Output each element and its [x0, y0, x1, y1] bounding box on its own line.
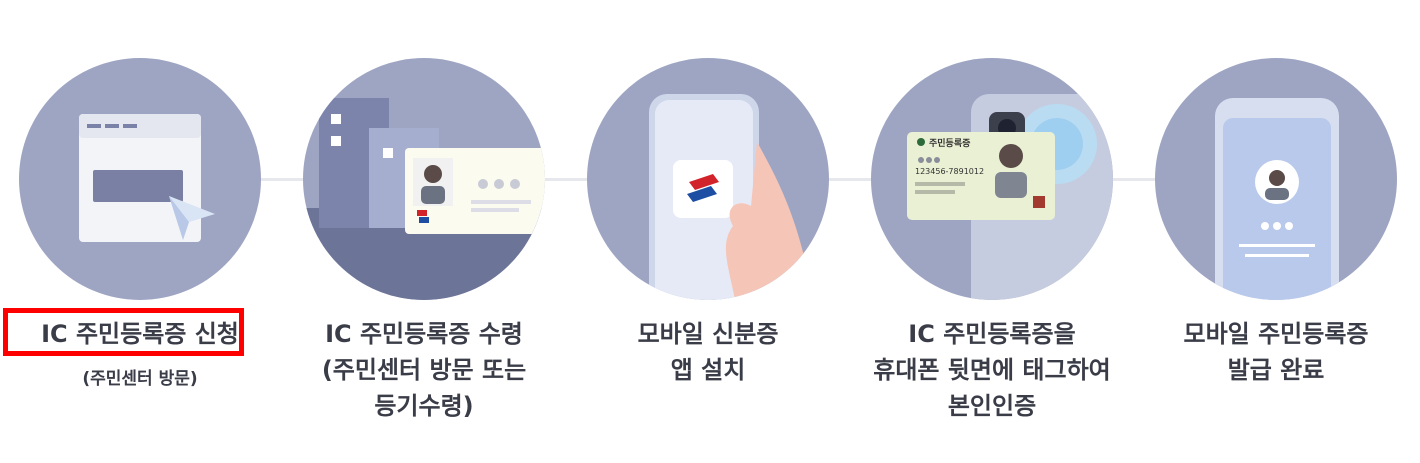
card-header-text: 주민등록증: [929, 137, 970, 149]
card-number-text: 123456-7891012: [915, 167, 984, 176]
mobile-id-complete-icon: [1155, 58, 1397, 300]
step-5-title-line: 발급 완료: [1227, 356, 1325, 384]
step-4-title-line: IC 주민등록증을: [908, 320, 1076, 348]
browser-send-icon: [19, 58, 261, 300]
step-1-subtitle: (주민센터 방문): [82, 369, 198, 389]
step-3-title: 모바일 신분증 앱 설치: [568, 316, 848, 388]
highlight-box: [3, 308, 244, 356]
phone-app-icon: [587, 58, 829, 300]
step-2-title-line: IC 주민등록증 수령: [325, 320, 523, 348]
step-4-title-line: 본인인증: [947, 392, 1037, 420]
step-1-title-line: IC 주민등록증 신청: [41, 320, 239, 348]
step-2-title-line: 등기수령): [374, 392, 474, 420]
step-3-title-line: 모바일 신분증: [637, 320, 779, 348]
step-4-title-line: 휴대폰 뒷면에 태그하여: [873, 356, 1111, 384]
step-4-title: IC 주민등록증을 휴대폰 뒷면에 태그하여 본인인증: [852, 316, 1132, 424]
step-5-title-line: 모바일 주민등록증: [1183, 320, 1369, 348]
step-2-title-line: (주민센터 방문 또는: [321, 356, 527, 384]
card-tag-phone-icon: 주민등록증 123456-7891012: [871, 58, 1113, 300]
step-1-title: IC 주민등록증 신청: [0, 316, 280, 352]
id-card-building-icon: [303, 58, 545, 300]
step-3-title-line: 앱 설치: [670, 356, 746, 384]
step-2-title: IC 주민등록증 수령 (주민센터 방문 또는 등기수령): [284, 316, 564, 424]
step-5-title: 모바일 주민등록증 발급 완료: [1136, 316, 1416, 388]
